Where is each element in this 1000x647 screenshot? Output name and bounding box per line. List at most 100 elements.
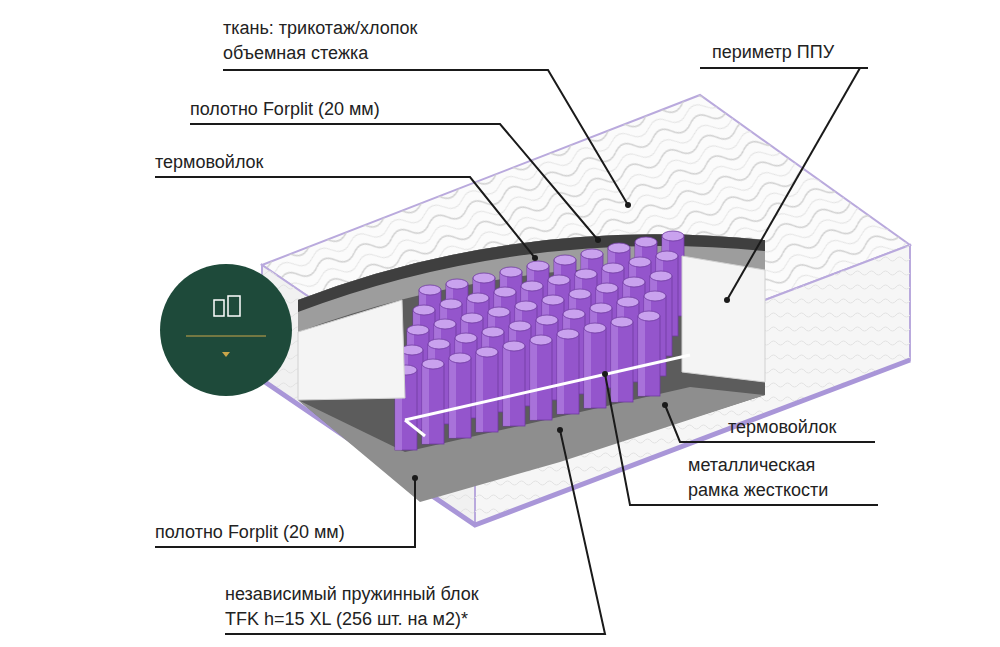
spring-shine (530, 340, 537, 420)
spring-top (515, 301, 537, 311)
spring-top (461, 313, 483, 323)
spring (584, 323, 606, 408)
spring-top (446, 279, 468, 289)
spring-top (482, 327, 504, 337)
metal-frame-corner (405, 420, 425, 436)
spring-top (413, 305, 435, 315)
spring (557, 329, 579, 414)
spring-top (488, 307, 510, 317)
logo-icon (228, 296, 240, 316)
spring-top (467, 293, 489, 303)
spring-shine (422, 364, 429, 444)
spring-top (602, 263, 624, 273)
part-label: металлическая рамка жесткости (688, 453, 832, 503)
spring-body (557, 334, 579, 414)
spring-top (650, 271, 672, 281)
leader-dot (724, 297, 730, 303)
leader-line (605, 374, 878, 505)
spring-top (542, 295, 564, 305)
spring-top (434, 319, 456, 329)
foam-perimeter-right (682, 256, 765, 382)
part-label: термовойлок (728, 415, 836, 440)
part-label: независимый пружинный блок TFK h=15 XL (… (225, 582, 481, 632)
leader-dot (595, 237, 601, 243)
leader-dot (602, 371, 608, 377)
spring-top (473, 273, 495, 283)
logo-icon (214, 300, 224, 316)
leader-line (665, 405, 875, 442)
spring-body (476, 352, 498, 432)
leader-line (155, 177, 535, 258)
leader-dot (557, 427, 563, 433)
spring-shine (638, 316, 645, 396)
leader-line (190, 124, 598, 240)
spring-body (584, 328, 606, 408)
spring-top (569, 289, 591, 299)
spring-top (407, 325, 429, 335)
spring-top (419, 285, 441, 295)
spring-top (500, 267, 522, 277)
part-label: полотно Forplit (20 мм) (190, 97, 380, 122)
spring-top (401, 345, 423, 355)
leader-line (700, 67, 868, 69)
spring-body (449, 358, 471, 438)
metal-frame (405, 355, 690, 420)
spring-shine (584, 328, 591, 408)
spring-top (563, 309, 585, 319)
spring-top (536, 315, 558, 325)
spring-shine (476, 352, 483, 432)
spring-shine (449, 358, 456, 438)
spring-top (623, 277, 645, 287)
spring (476, 347, 498, 432)
spring-top (596, 283, 618, 293)
spring-body (530, 340, 552, 420)
spring (503, 341, 525, 426)
part-label: термовойлок (155, 150, 263, 175)
spring-shine (503, 346, 510, 426)
leader-dots (412, 202, 730, 481)
logo-circle (160, 264, 292, 396)
leader-line (223, 70, 628, 205)
spring-top (428, 339, 450, 349)
spring-top (440, 299, 462, 309)
leader-dot (662, 402, 668, 408)
part-label: периметр ППУ (712, 40, 834, 65)
logo-mark (222, 352, 230, 357)
foam-perimeter-left (298, 300, 405, 400)
spring-top (554, 255, 576, 265)
part-label: ткань: трикотаж/хлопок объемная стежка (223, 16, 421, 66)
spring-top (644, 291, 666, 301)
spring-top (617, 297, 639, 307)
logo-rule (186, 336, 266, 337)
spring-body (422, 364, 444, 444)
leader-line (155, 478, 415, 547)
spring-top (476, 347, 498, 357)
spring-block (395, 231, 684, 450)
spring-top (629, 257, 651, 267)
spring-top (635, 237, 657, 247)
spring-top (575, 269, 597, 279)
spring-top (527, 261, 549, 271)
spring-top (530, 335, 552, 345)
spring (449, 353, 471, 438)
spring-top (521, 281, 543, 291)
spring-top (638, 311, 660, 321)
leader-dot (625, 202, 631, 208)
spring-top (449, 353, 471, 363)
spring-body (503, 346, 525, 426)
spring-top (656, 251, 678, 261)
part-label: полотно Forplit (20 мм) (155, 520, 345, 545)
spring-shine (557, 334, 564, 414)
spring-top (557, 329, 579, 339)
spring-top (455, 333, 477, 343)
spring-top (611, 317, 633, 327)
mattress-body (262, 95, 910, 525)
spring-top (509, 321, 531, 331)
leader-dot (412, 475, 418, 481)
spring-shine (611, 322, 618, 402)
spring (638, 311, 660, 396)
leader-dot (532, 255, 538, 261)
spring (530, 335, 552, 420)
